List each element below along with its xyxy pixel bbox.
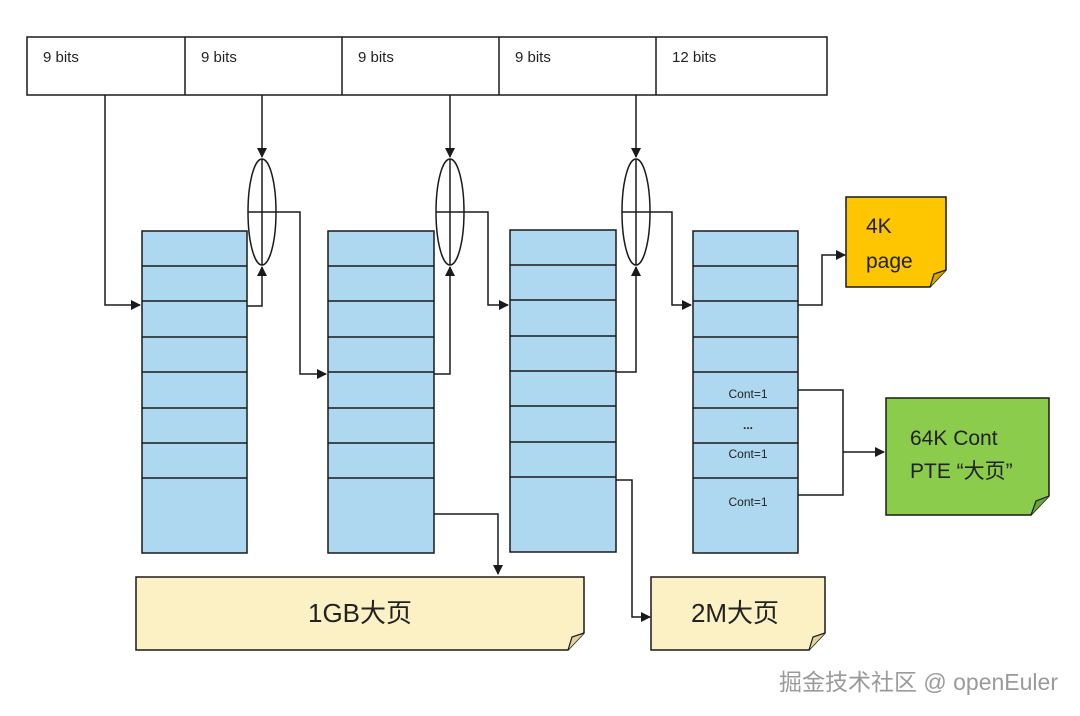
bit-field-offset: 12 bits <box>672 49 716 66</box>
watermark: 掘金技术社区 @ openEuler <box>779 669 1058 695</box>
cont-ellipsis: ... <box>743 418 753 432</box>
bit-field-l3: 9 bits <box>515 49 551 66</box>
page-1gb-note: 1GB大页 <box>135 576 585 651</box>
table-l0 <box>141 230 248 554</box>
page-64k-line2: PTE “大页” <box>910 460 1013 483</box>
table-l3: Cont=1 ... Cont=1 Cont=1 <box>692 230 799 554</box>
page-2m-note: 2M大页 <box>650 576 826 651</box>
connectors <box>104 95 885 622</box>
cont-entry-1: Cont=1 <box>728 387 767 401</box>
page-1gb-label: 1GB大页 <box>308 598 412 628</box>
bit-field-l1: 9 bits <box>201 49 237 66</box>
virtual-address-fields: 9 bits 9 bits 9 bits 9 bits 12 bits <box>26 36 828 96</box>
page-4k-note: 4K page <box>845 196 947 288</box>
adder-3 <box>621 158 651 266</box>
cont-entry-2: Cont=1 <box>728 447 767 461</box>
adder-1 <box>247 158 277 266</box>
page-4k-line1: 4K <box>866 215 892 238</box>
bit-field-l0: 9 bits <box>43 49 79 66</box>
table-l1 <box>327 230 435 554</box>
page-64k-note: 64K Cont PTE “大页” <box>885 397 1050 516</box>
bit-field-l2: 9 bits <box>358 49 394 66</box>
adder-2 <box>435 158 465 266</box>
table-l2 <box>509 229 617 553</box>
page-64k-line1: 64K Cont <box>910 427 998 450</box>
cont-entry-3: Cont=1 <box>728 495 767 509</box>
page-4k-line2: page <box>866 250 913 273</box>
page-2m-label: 2M大页 <box>691 598 779 628</box>
address-bar <box>26 36 828 96</box>
